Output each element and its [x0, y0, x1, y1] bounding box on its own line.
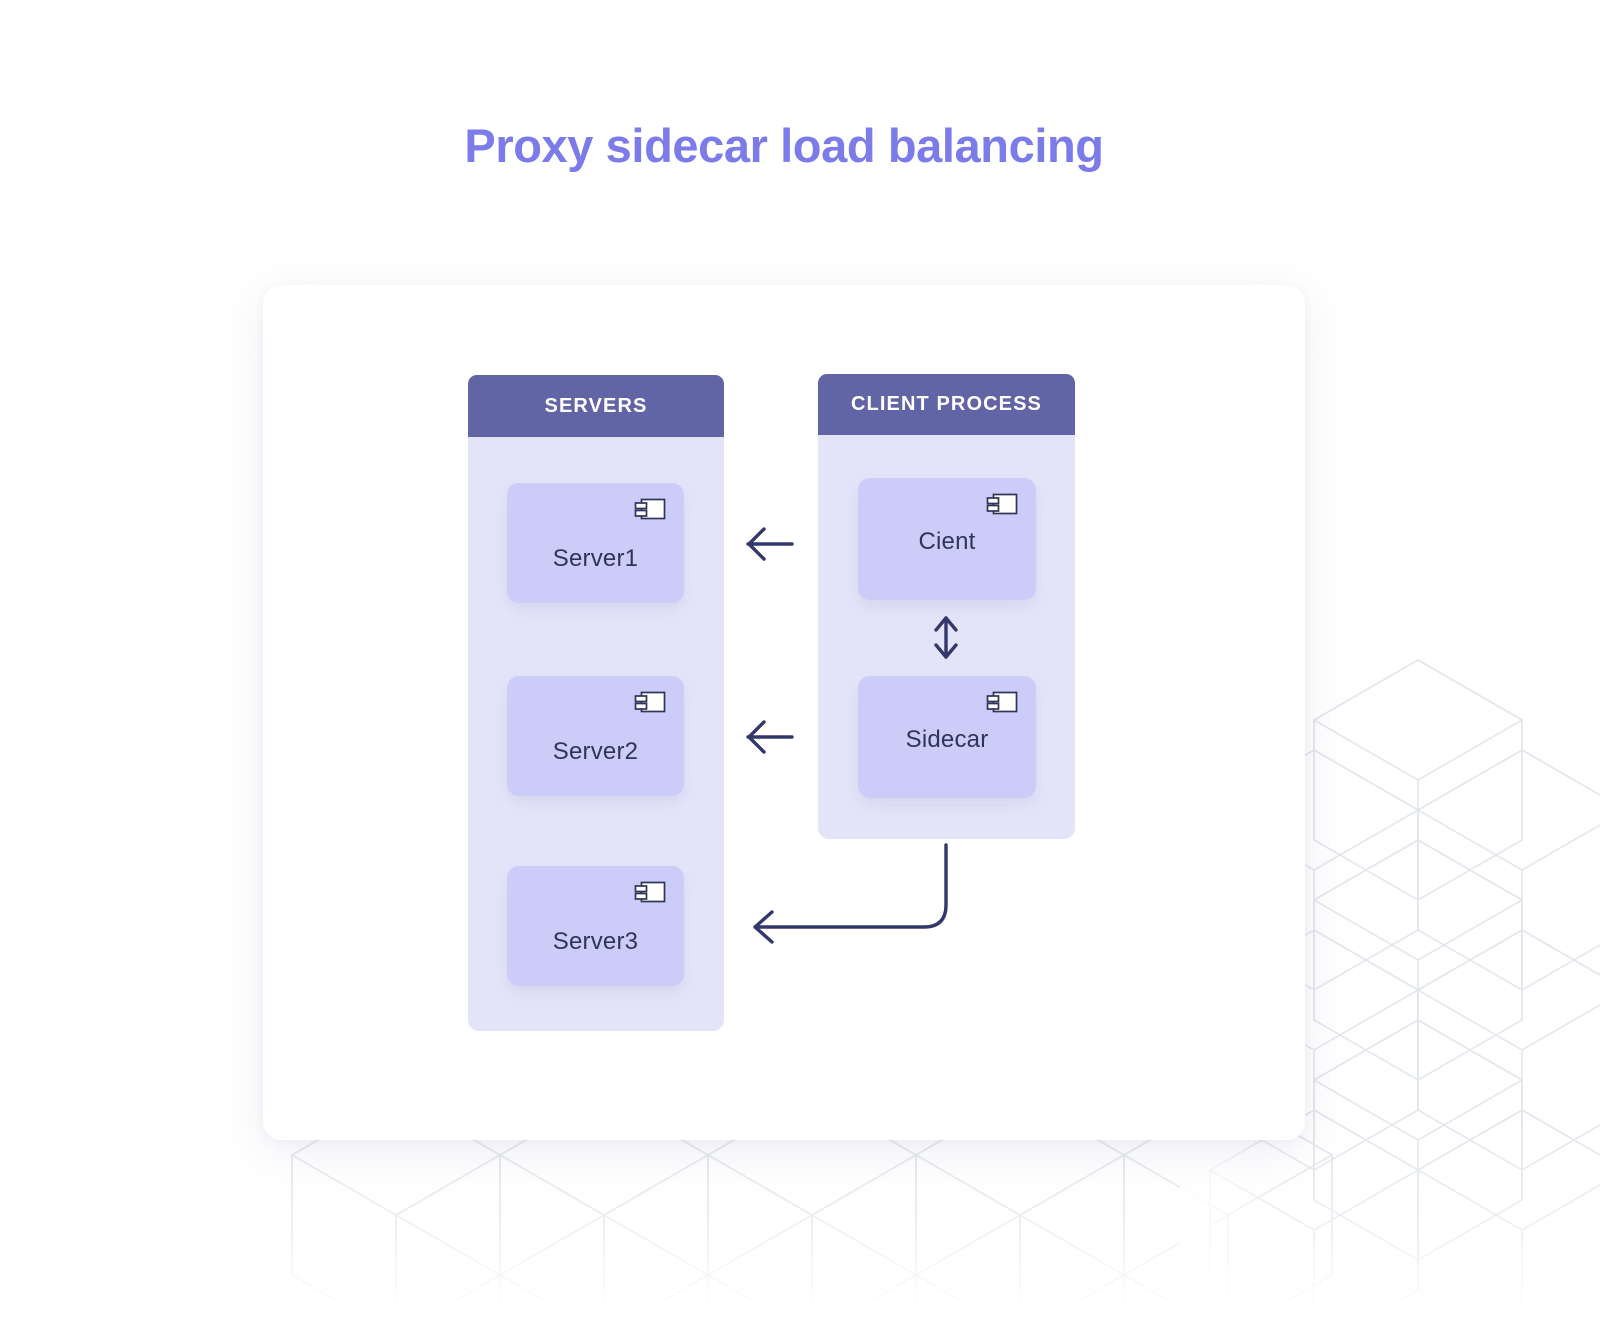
component-server1[interactable]: Server1	[507, 483, 684, 603]
component-sidecar[interactable]: Sidecar	[858, 676, 1036, 798]
diagram-card	[263, 285, 1305, 1140]
component-server1-label: Server1	[552, 545, 639, 572]
panel-servers-title: SERVERS	[468, 375, 724, 437]
uml-component-icon	[634, 691, 666, 713]
component-server3[interactable]: Server3	[507, 866, 684, 986]
uml-component-icon	[986, 691, 1018, 713]
panel-client-process-title: CLIENT PROCESS	[818, 374, 1075, 435]
component-client-label: Cient	[918, 528, 976, 555]
component-server2-label: Server2	[552, 738, 639, 765]
component-sidecar-label: Sidecar	[905, 726, 989, 753]
page-title: Proxy sidecar load balancing	[464, 119, 1104, 172]
uml-component-icon	[986, 493, 1018, 515]
component-client[interactable]: Cient	[858, 478, 1036, 600]
component-server2[interactable]: Server2	[507, 676, 684, 796]
component-server3-label: Server3	[552, 928, 639, 955]
uml-component-icon	[634, 881, 666, 903]
uml-component-icon	[634, 498, 666, 520]
